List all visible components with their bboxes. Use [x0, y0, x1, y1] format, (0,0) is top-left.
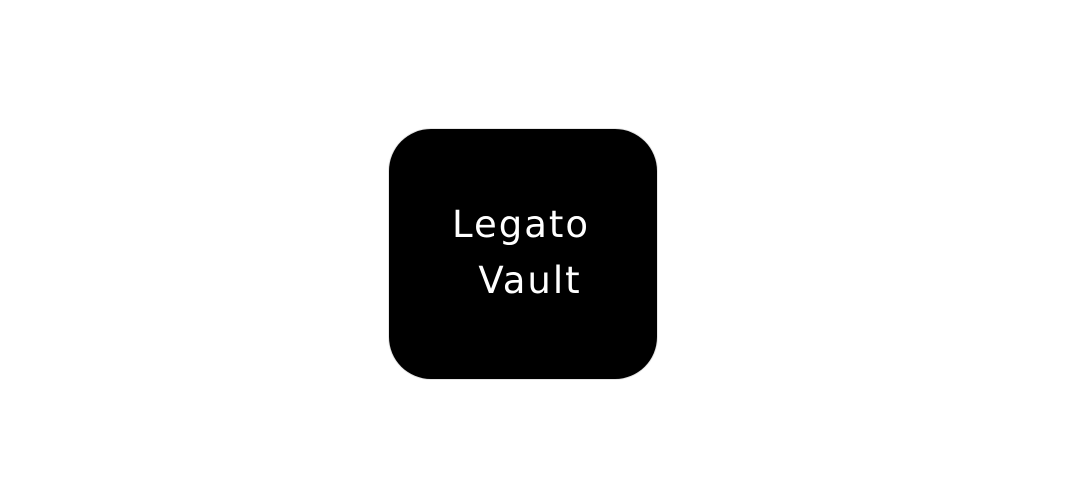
app-name-line-2: Vault: [478, 259, 582, 302]
app-name-line-1: Legato: [451, 203, 591, 246]
app-icon-tile[interactable]: Legato Vault: [389, 129, 657, 379]
